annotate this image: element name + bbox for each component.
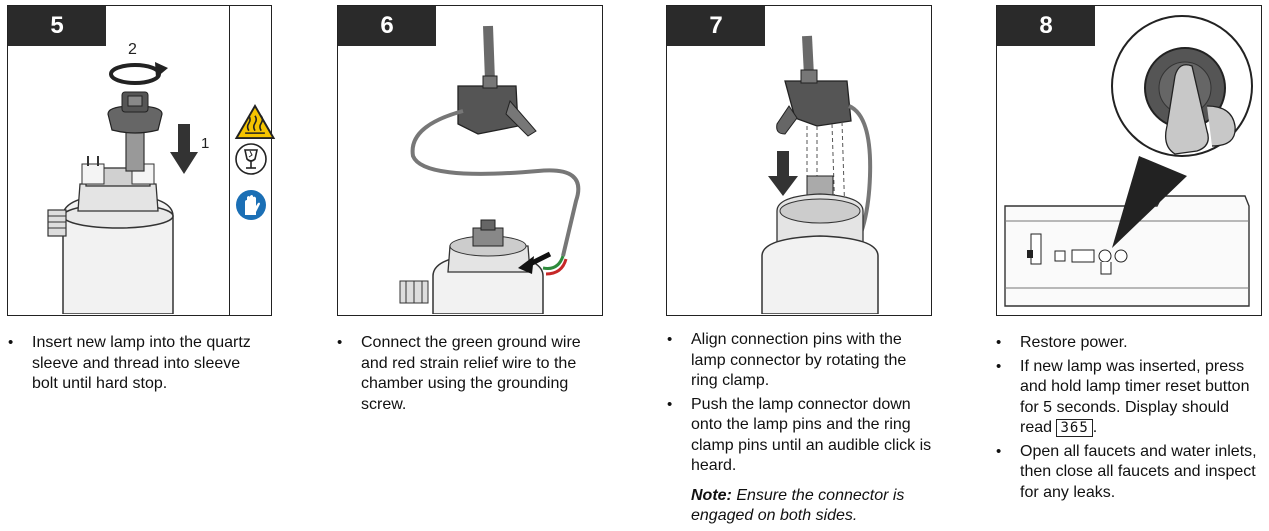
hot-surface-warning-icon xyxy=(234,103,276,140)
step-6-illustration xyxy=(399,25,581,314)
step-6-badge: 6 xyxy=(338,6,436,46)
step-5-instructions: Insert new lamp into the quartz sleeve a… xyxy=(8,333,270,398)
step-5-badge: 5 xyxy=(8,6,106,46)
step-5-panel: 5 2 1 xyxy=(7,5,272,316)
step-8-bullet-3: Open all faucets and water inlets, then … xyxy=(996,442,1262,504)
note-label: Note: xyxy=(691,486,732,504)
step-6-bullet-1: Connect the green ground wire and red st… xyxy=(337,333,603,415)
push-step-label: 1 xyxy=(201,135,209,152)
step-5-bullet-1: Insert new lamp into the quartz sleeve a… xyxy=(8,333,270,395)
timer-display-value: 365 xyxy=(1056,419,1093,437)
step-8-bullet-1: Restore power. xyxy=(996,333,1262,354)
step-6-instructions: Connect the green ground wire and red st… xyxy=(337,333,603,418)
step-8-bullet-2: If new lamp was inserted, press and hold… xyxy=(996,357,1262,439)
fragile-glass-icon xyxy=(235,143,267,175)
step-7-illustration xyxy=(761,35,879,314)
step-8-illustration xyxy=(1004,15,1253,307)
step-8-panel: 8 xyxy=(996,5,1262,316)
step-8-bullet-2-text: If new lamp was inserted, press and hold… xyxy=(1020,357,1250,437)
note-text: Ensure the connector is engaged on both … xyxy=(691,486,905,525)
step-7-instructions: Align connection pins with the lamp conn… xyxy=(667,330,933,527)
step-5-illustration: 2 1 xyxy=(47,41,209,314)
step-7-panel: 7 xyxy=(666,5,932,316)
safety-icons-column xyxy=(229,5,276,316)
step-8-badge: 8 xyxy=(997,6,1095,46)
wear-gloves-icon xyxy=(236,190,266,220)
step-7-bullet-1: Align connection pins with the lamp conn… xyxy=(667,330,933,392)
step-7-bullet-2: Push the lamp connector down onto the la… xyxy=(667,395,933,477)
step-6-panel: 6 xyxy=(337,5,603,316)
step-8-instructions: Restore power. If new lamp was inserted,… xyxy=(996,333,1262,506)
step-7-note: Note: Ensure the connector is engaged on… xyxy=(667,486,933,527)
rotation-step-label: 2 xyxy=(128,41,137,58)
step-7-badge: 7 xyxy=(667,6,765,46)
